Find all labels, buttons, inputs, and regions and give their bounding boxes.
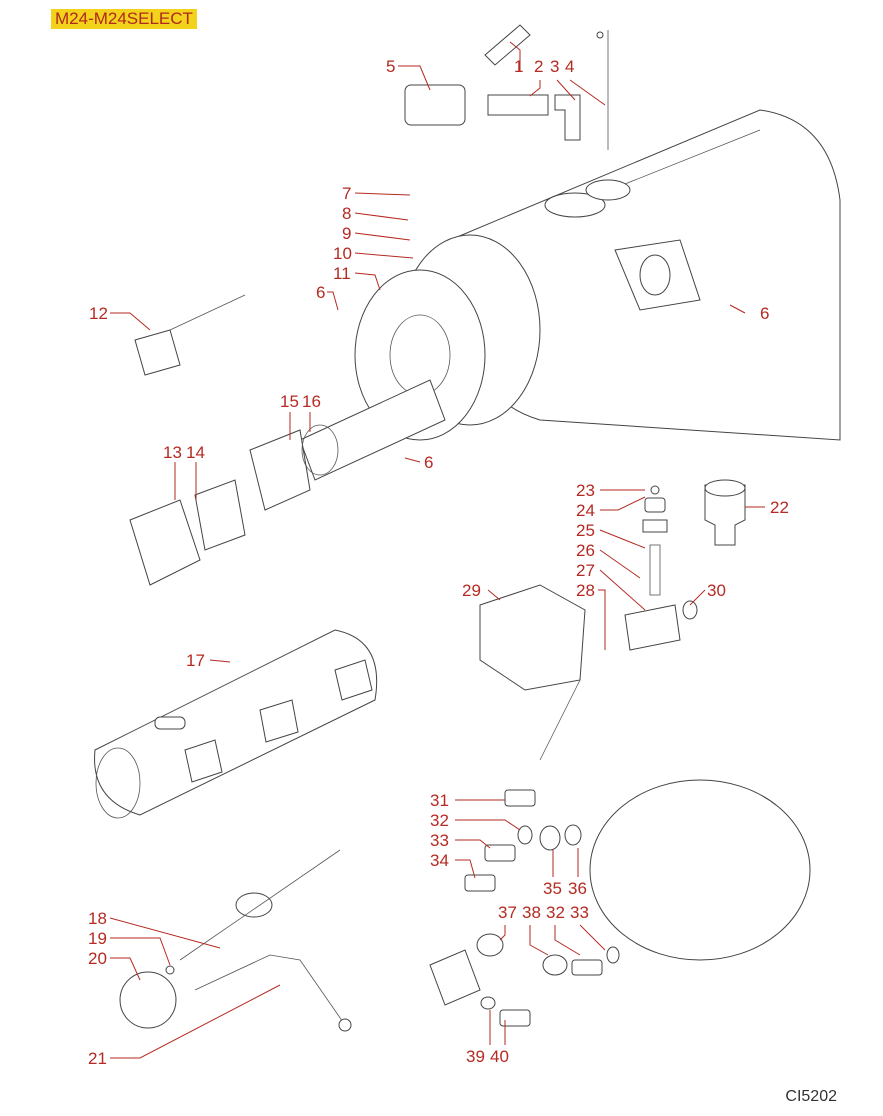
callout-30: 30 (707, 581, 726, 600)
callout-28: 28 (576, 581, 595, 600)
callout-13: 13 (163, 443, 182, 462)
callout-24: 24 (576, 501, 595, 520)
callout-31: 31 (430, 791, 449, 810)
callout-32-b: 32 (546, 903, 565, 922)
callout-19: 19 (88, 929, 107, 948)
callout-9: 9 (342, 224, 351, 243)
callout-6-a: 6 (316, 283, 325, 302)
callout-2: 2 (534, 57, 543, 76)
callout-16: 16 (302, 392, 321, 411)
callout-5: 5 (386, 57, 395, 76)
callout-18: 18 (88, 909, 107, 928)
callout-37: 37 (498, 903, 517, 922)
callout-3: 3 (550, 57, 559, 76)
callout-leaders (109, 41, 765, 1059)
callout-33-a: 33 (430, 831, 449, 850)
terminal-cover (129, 479, 246, 586)
callout-34: 34 (430, 851, 449, 870)
callout-40: 40 (490, 1047, 509, 1066)
callout-8: 8 (342, 204, 351, 223)
callout-35: 35 (543, 879, 562, 898)
callout-21: 21 (88, 1049, 107, 1068)
heating-element (249, 379, 446, 511)
callout-14: 14 (186, 443, 205, 462)
callout-4: 4 (565, 57, 574, 76)
callout-32-a: 32 (430, 811, 449, 830)
pressure-switch (479, 584, 586, 761)
callout-27: 27 (576, 561, 595, 580)
callout-6-b: 6 (760, 304, 769, 323)
callout-11: 11 (333, 264, 351, 283)
callout-15: 15 (280, 392, 299, 411)
callout-20: 20 (88, 949, 107, 968)
callout-10: 10 (333, 244, 352, 263)
drawing-code: CI5202 (785, 1088, 837, 1105)
callout-22: 22 (770, 498, 789, 517)
gauge-assembly (119, 849, 352, 1032)
boiler-body (449, 109, 841, 441)
callout-23: 23 (576, 481, 595, 500)
callout-1: 1 (514, 57, 523, 76)
callout-6-c: 6 (424, 453, 433, 472)
valve-parts (624, 479, 746, 651)
boiler-tube (94, 629, 378, 819)
callout-29: 29 (462, 581, 481, 600)
level-switch (134, 294, 246, 376)
callout-33-b: 33 (570, 903, 589, 922)
callout-25: 25 (576, 521, 595, 540)
callout-39: 39 (466, 1047, 485, 1066)
callout-26: 26 (576, 541, 595, 560)
inlet-parts (404, 24, 609, 150)
model-tag: M24-M24SELECT (51, 9, 197, 29)
callout-12: 12 (89, 304, 108, 323)
callout-labels: 5 1 2 3 4 7 8 9 10 11 6 12 6 13 14 15 16… (88, 57, 789, 1068)
fittings (429, 779, 811, 1027)
callout-17: 17 (186, 651, 205, 670)
callout-7: 7 (342, 184, 351, 203)
flange (354, 234, 541, 441)
callout-36: 36 (568, 879, 587, 898)
callout-38: 38 (522, 903, 541, 922)
